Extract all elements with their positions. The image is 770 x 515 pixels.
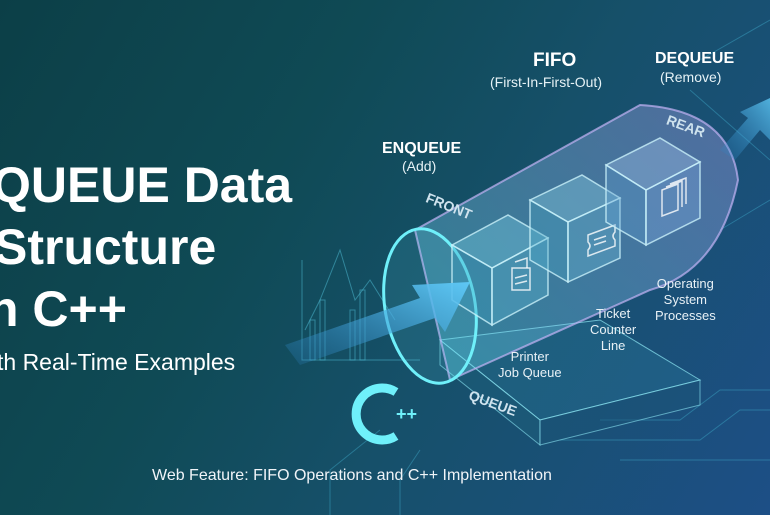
dequeue-label: DEQUEUE: [655, 50, 735, 67]
printer-icon: [511, 256, 531, 291]
cpp-logo-text: ++: [396, 404, 418, 424]
ticket-label-line: Ticket: [596, 306, 631, 321]
printer-label: Printer Job Queue: [498, 349, 562, 381]
title-line-3: n C++: [0, 281, 127, 337]
title-line-2: Structure: [0, 219, 217, 275]
fifo-label: FIFO: [533, 50, 577, 71]
cube-windows: [604, 137, 702, 247]
ticket-label: Ticket Counter Line: [590, 306, 636, 354]
cube-printer: [450, 214, 550, 327]
cube-ticket: [528, 174, 622, 284]
os-label: Operating System Processes: [655, 276, 716, 324]
os-label-line: Processes: [655, 308, 716, 323]
dequeue-sublabel: (Remove): [660, 69, 722, 85]
printer-label-line: Job Queue: [498, 365, 562, 380]
ticket-icon: [587, 223, 616, 258]
title-line-1: QUEUE Data: [0, 157, 293, 213]
caption: Web Feature: FIFO Operations and C++ Imp…: [152, 467, 552, 484]
enqueue-label: ENQUEUE: [382, 140, 462, 157]
subtitle: th Real-Time Examples: [0, 349, 236, 375]
fifo-sublabel: (First-In-First-Out): [490, 74, 602, 90]
os-label-line: Operating: [656, 276, 714, 291]
printer-label-line: Printer: [510, 349, 549, 364]
arrow-right-icon: [285, 282, 470, 365]
os-label-line: System: [663, 292, 708, 307]
circuit-lines: [329, 19, 770, 515]
cpp-logo: [351, 383, 399, 445]
ticket-label-line: Line: [600, 338, 626, 353]
arrow-dequeue-icon: [720, 98, 770, 160]
ticket-label-line: Counter: [590, 322, 637, 337]
enqueue-sublabel: (Add): [402, 158, 437, 174]
windows-icon: [661, 176, 687, 218]
queue-cubes: [450, 137, 702, 327]
